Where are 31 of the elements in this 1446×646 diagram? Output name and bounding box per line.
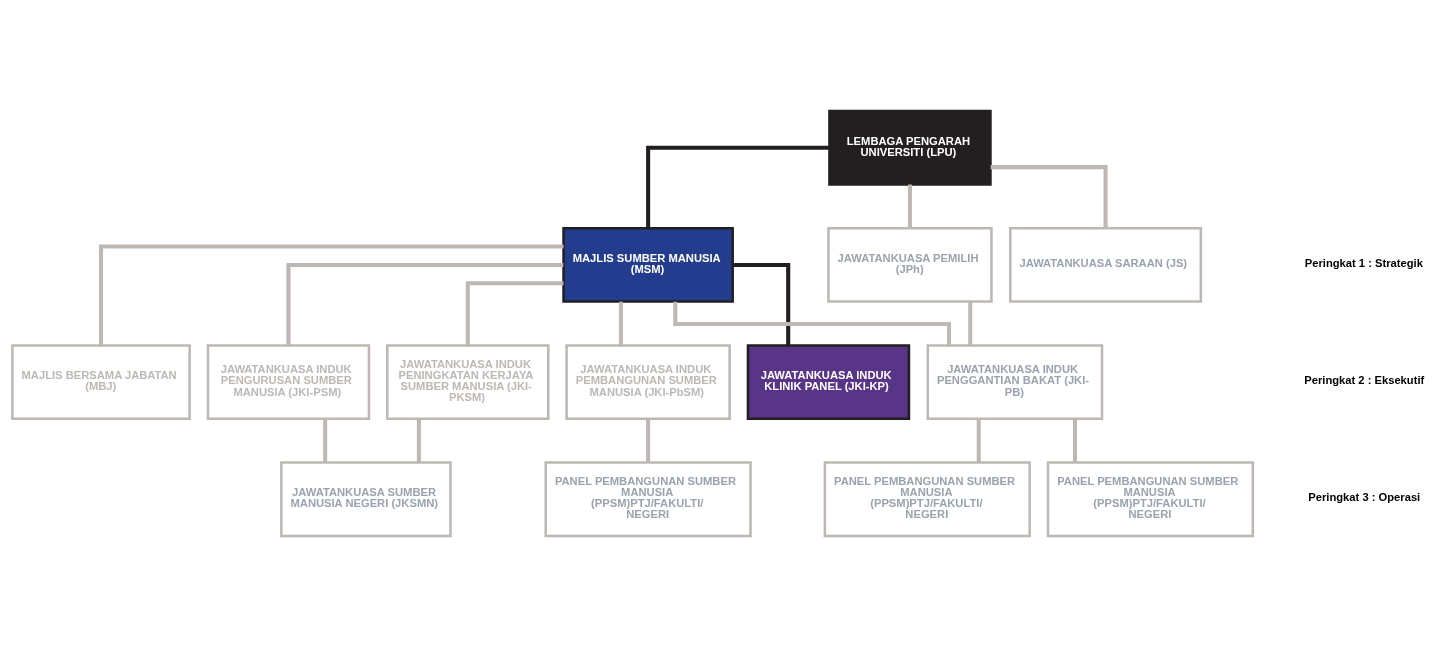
node-box: JAWATANKUASA INDUK PENGGANTIAN BAKAT (JKI-PB) [926,343,1104,420]
node-box: JAWATANKUASA INDUK PENGURUSAN SUMBER MANUSIA (JKI-PSM) [206,343,371,420]
node-box: JAWATANKUASA INDUK PEMBANGUNAN SUMBER MANUSIA (JKI-PbSM) [565,343,731,420]
node-box: JAWATANKUASA PEMILIH (JPh) [827,226,993,303]
node-box: JAWATANKUASA SUMBER MANUSIA NEGERI (JKSMN) [280,460,452,537]
node-box: JAWATANKUASA SARAAN (JS) [1009,226,1203,303]
node-box: JAWATANKUASA INDUK PENINGKATAN KERJAYA SUMBER MANUSIA (JKI-PKSM) [386,343,550,420]
node-box: LEMBAGA PENGARAH UNIVERSITI (LPU) [828,109,992,186]
connector [286,262,564,345]
connector [646,418,651,462]
node-box: MAJLIS SUMBER MANUSIA (MSM) [562,226,734,303]
connector [976,418,981,462]
connector [732,262,791,345]
connector [968,301,973,345]
label: Peringkat 1 : Strategik [1304,256,1423,269]
connector [98,244,564,345]
connector [416,418,421,462]
node-box: PANEL PEMBANGUNAN SUMBER MANUSIA (PPSM)PTJ/FAKULTI/ NEGERI [544,460,752,537]
connector [618,301,623,345]
connector [646,145,830,228]
node-box: PANEL PEMBANGUNAN SUMBER MANUSIA (PPSM)PTJ/FAKULTI/ NEGERI [1046,460,1255,537]
node-box: MAJLIS BERSAMA JABATAN (MBJ) [11,343,191,420]
label: Peringkat 2 : Eksekutif [1304,373,1425,386]
node-box: PANEL PEMBANGUNAN SUMBER MANUSIA (PPSM)PTJ/FAKULTI/ NEGERI [823,460,1031,537]
label: Peringkat 3 : Operasi [1308,490,1421,503]
node-box: JAWATANKUASA INDUK KLINIK PANEL (JKI-KP) [746,343,911,420]
connector [990,164,1108,228]
connector [323,418,328,462]
connector [465,280,564,345]
connector [907,184,912,228]
connector [1072,418,1078,462]
